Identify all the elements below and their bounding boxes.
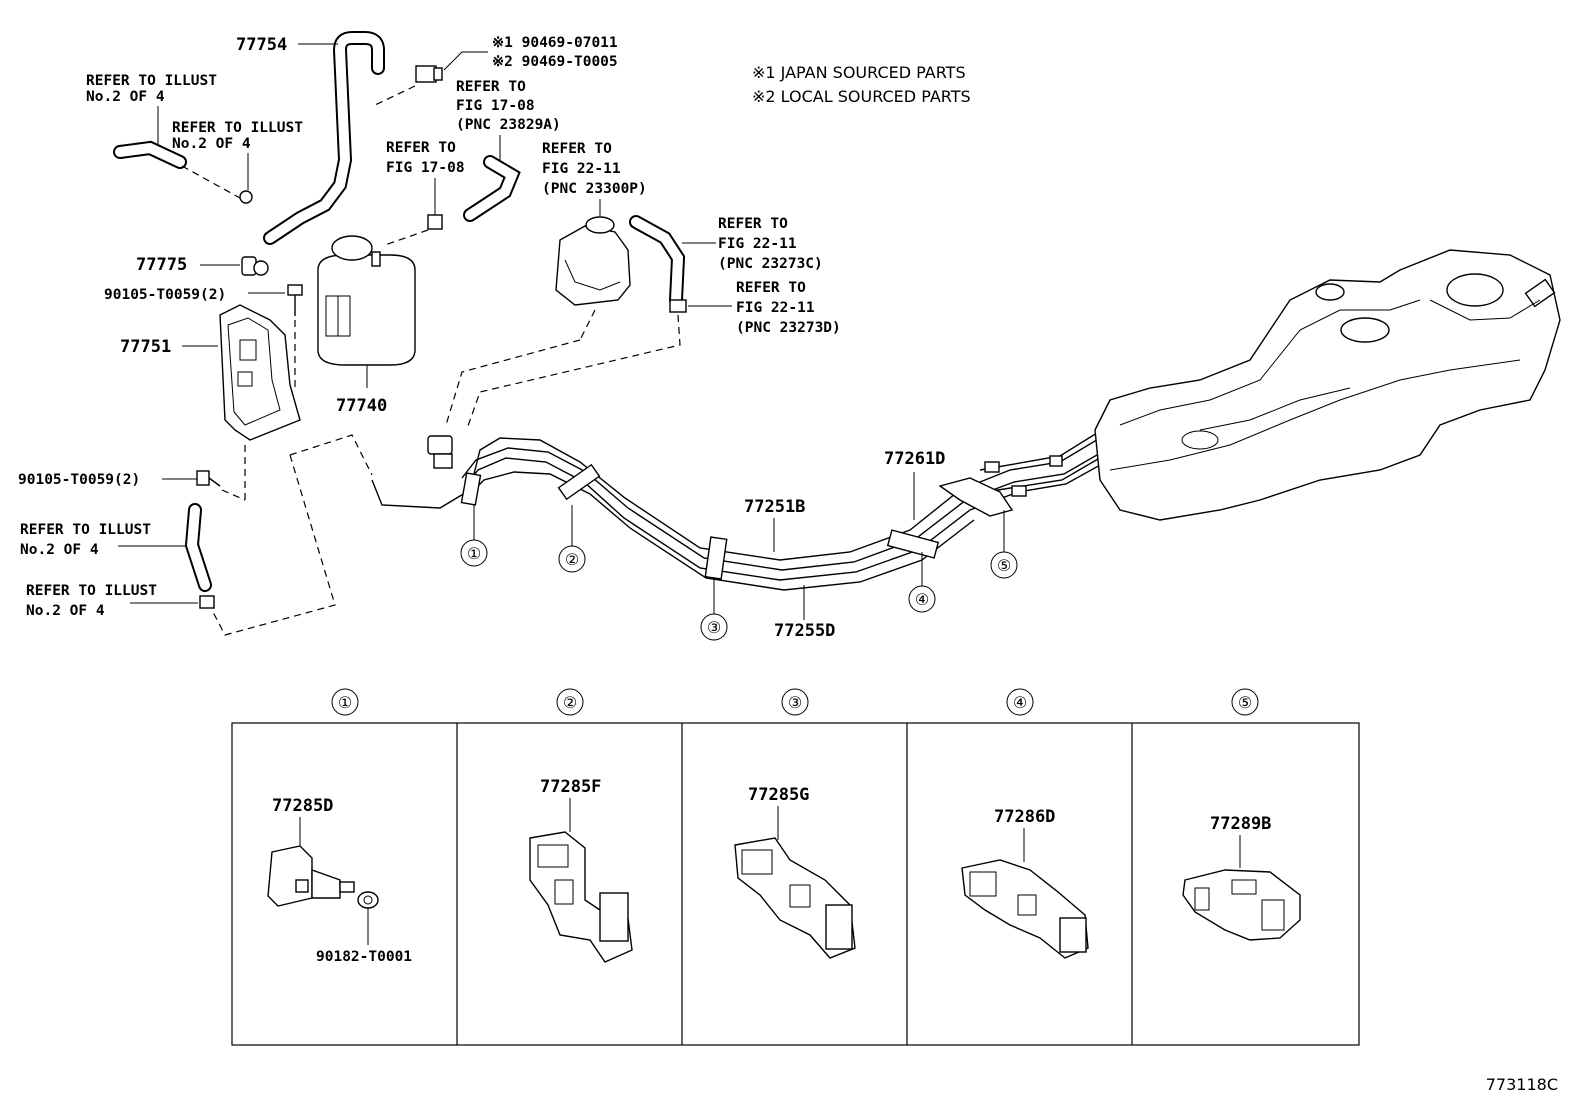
- label-90469-07011: ※1 90469-07011: [492, 35, 618, 51]
- hose-stub-fig1708-a: [463, 155, 521, 222]
- label-77285D: 77285D: [272, 796, 333, 816]
- label-77754: 77754: [236, 35, 287, 55]
- clamp-position-5: [938, 477, 1014, 517]
- ref-fig1708-b: REFER TO FIG 17-08: [386, 140, 465, 176]
- svg-text:⑤: ⑤: [997, 556, 1011, 575]
- label-77751: 77751: [120, 337, 171, 357]
- ref-fig2211-a: REFER TO FIG 22-11 (PNC 23300P): [542, 141, 647, 197]
- hose-stub-illust-a: [113, 140, 187, 169]
- panel-header-1: ①: [331, 688, 359, 716]
- svg-text:⑤: ⑤: [1238, 693, 1252, 712]
- clamp-77285D: [267, 845, 355, 907]
- hose-77754: [263, 31, 385, 245]
- clamp-77286D: [961, 859, 1089, 959]
- callout-4: ④: [908, 552, 936, 613]
- panel-header-2: ②: [556, 688, 584, 716]
- panel-header-3: ③: [781, 688, 809, 716]
- label-77289B: 77289B: [1210, 814, 1271, 834]
- callout-2: ②: [558, 505, 586, 573]
- label-77255D: 77255D: [774, 621, 835, 641]
- svg-text:②: ②: [563, 693, 577, 712]
- ref-fig2211-b: REFER TO FIG 22-11 (PNC 23273C): [718, 216, 823, 272]
- svg-text:③: ③: [788, 693, 802, 712]
- label-77775: 77775: [136, 255, 187, 275]
- label-90469-T0005: ※2 90469-T0005: [492, 54, 618, 70]
- dash-bolt-b: [221, 489, 246, 501]
- dash-box-side: [212, 454, 336, 636]
- valve-23300p: [555, 216, 631, 306]
- clamp-77285F: [529, 831, 633, 963]
- nut-90182: [357, 891, 379, 909]
- clamp-position-3: [704, 536, 728, 580]
- figure-id: 773118C: [1486, 1075, 1558, 1094]
- clip-90469: [415, 65, 443, 83]
- clamp-77285G: [734, 837, 856, 959]
- clamp-position-2: [557, 463, 601, 501]
- leader-90469: [443, 51, 488, 71]
- svg-text:①: ①: [467, 544, 481, 563]
- bolt-90105-b: [196, 470, 221, 487]
- clamp-illust-d: [199, 595, 215, 609]
- dash-clamp-23273d: [467, 314, 681, 427]
- svg-text:③: ③: [707, 618, 721, 637]
- callout-5: ⑤: [990, 510, 1018, 579]
- ref-illust-b: REFER TO ILLUST No.2 OF 4: [172, 120, 312, 152]
- hose-stub-illust-c: [184, 503, 212, 592]
- callout-3: ③: [700, 578, 728, 641]
- label-77285G: 77285G: [748, 785, 809, 805]
- bolt-90105-a: [287, 284, 303, 316]
- ref-illust-d: REFER TO ILLUST No.2 OF 4: [26, 583, 166, 619]
- dash-fig1708-b: [384, 229, 429, 246]
- label-77740: 77740: [336, 396, 387, 416]
- label-77261D: 77261D: [884, 449, 945, 469]
- clamp-position-1: [460, 472, 482, 506]
- connector-tank: [984, 455, 1063, 497]
- canister-77740: [317, 235, 416, 366]
- label-77251B: 77251B: [744, 497, 805, 517]
- note-local-sourced: ※2 LOCAL SOURCED PARTS: [752, 87, 971, 106]
- clamp-position-4: [886, 529, 940, 559]
- ref-fig2211-c: REFER TO FIG 22-11 (PNC 23273D): [736, 280, 841, 336]
- label-90182-T0001: 90182-T0001: [316, 949, 412, 965]
- label-77286D: 77286D: [994, 807, 1055, 827]
- clamp-23273d: [669, 299, 687, 313]
- clamp-77289B: [1182, 869, 1301, 941]
- panel-header-5: ⑤: [1231, 688, 1259, 716]
- ref-fig1708-a: REFER TO FIG 17-08 (PNC 23829A): [456, 79, 561, 133]
- svg-text:④: ④: [915, 590, 929, 609]
- bracket-77751: [219, 304, 301, 441]
- fuel-tank: [1094, 249, 1561, 521]
- label-90105-b: 90105-T0059(2): [18, 472, 140, 488]
- dash-clip-to-hose: [374, 85, 416, 106]
- svg-text:①: ①: [338, 693, 352, 712]
- clamp-fig1708-b: [427, 214, 443, 230]
- label-77285F: 77285F: [540, 777, 601, 797]
- hose-stub-23273c: [629, 215, 686, 307]
- dash-illust-a: [181, 165, 241, 199]
- ref-illust-a: REFER TO ILLUST No.2 OF 4: [86, 73, 226, 105]
- label-90105-a: 90105-T0059(2): [104, 287, 226, 303]
- dash-valve-line: [445, 339, 581, 426]
- dash-valve: [579, 309, 596, 341]
- note-japan-sourced: ※1 JAPAN SOURCED PARTS: [752, 63, 966, 82]
- callout-1: ①: [460, 504, 488, 567]
- svg-text:④: ④: [1013, 693, 1027, 712]
- dash-box-top: [289, 434, 373, 476]
- connector-left: [427, 435, 453, 469]
- panel-header-4: ④: [1006, 688, 1034, 716]
- clamp-illust-b: [239, 190, 253, 204]
- clamp-detail-panel: [231, 722, 1360, 1046]
- svg-text:②: ②: [565, 550, 579, 569]
- hose-joint-77775: [241, 256, 269, 276]
- ref-illust-c: REFER TO ILLUST No.2 OF 4: [20, 522, 160, 558]
